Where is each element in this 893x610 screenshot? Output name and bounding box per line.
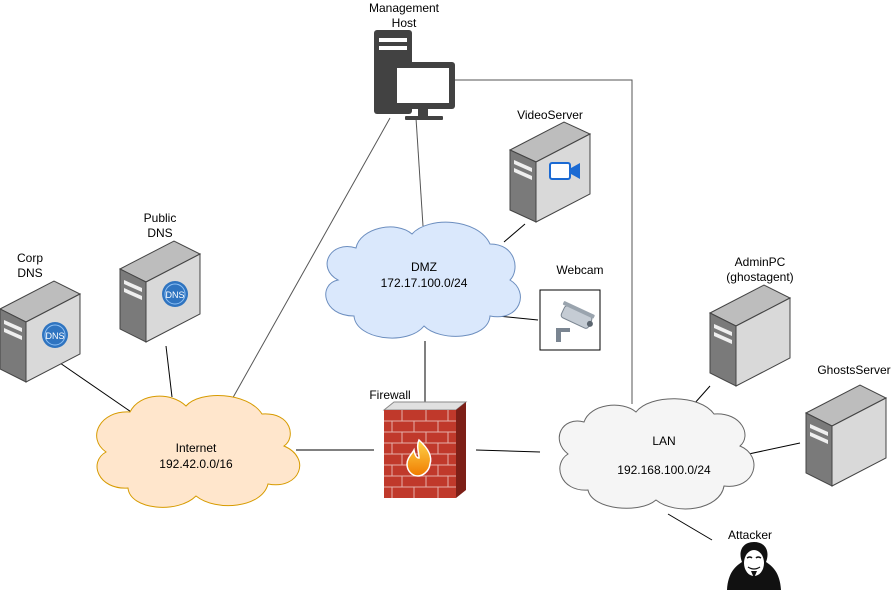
ghosts-server-label: GhostsServer	[817, 363, 890, 377]
corp-dns-server[interactable]: DNS Corp DNS	[0, 251, 82, 383]
admin-pc[interactable]: AdminPC (ghostagent)	[708, 255, 794, 387]
cctv-camera-icon	[556, 301, 595, 342]
link-mgmt-lan	[455, 79, 633, 404]
dmz-cidr: 172.17.100.0/24	[381, 276, 468, 290]
firewall-icon	[382, 401, 468, 498]
ghosts-server[interactable]: GhostsServer	[804, 363, 891, 487]
link-publicdns-internet	[165, 345, 173, 398]
public-dns-label-1: Public	[144, 211, 177, 225]
workstation-icon	[374, 30, 455, 120]
link-videoserver-dmz	[503, 223, 526, 243]
dns-globe-icon: DNS	[42, 322, 68, 348]
corp-dns-label-1: Corp	[17, 251, 43, 265]
internet-cloud: Internet 192.42.0.0/16	[96, 395, 301, 508]
corp-dns-badge: DNS	[45, 331, 64, 341]
server-icon	[804, 384, 888, 487]
dmz-name: DMZ	[411, 260, 437, 274]
link-ghostsserver-lan	[743, 442, 801, 456]
corp-dns-label-2: DNS	[17, 266, 42, 280]
video-server-label: VideoServer	[517, 108, 583, 122]
lan-cloud: LAN 192.168.100.0/24	[558, 398, 755, 510]
public-dns-label-2: DNS	[147, 226, 172, 240]
link-lan-attacker	[667, 513, 713, 541]
internet-cidr: 192.42.0.0/16	[159, 457, 233, 471]
flame-icon	[406, 438, 432, 477]
public-dns-badge: DNS	[165, 290, 184, 300]
management-host-label-2: Host	[392, 16, 417, 30]
attacker[interactable]: Attacker	[727, 528, 781, 590]
video-camera-icon	[549, 162, 580, 180]
lan-cidr: 192.168.100.0/24	[617, 463, 711, 477]
link-mgmt-dmz	[415, 117, 424, 227]
video-server[interactable]: VideoServer	[508, 108, 592, 223]
webcam-label: Webcam	[556, 263, 603, 277]
link-firewall-lan	[475, 449, 541, 453]
firewall[interactable]: Firewall	[369, 388, 468, 498]
public-dns-server[interactable]: DNS Public DNS	[118, 211, 202, 343]
attacker-label: Attacker	[728, 528, 772, 542]
link-corpdns-internet	[59, 362, 138, 417]
admin-pc-label-1: AdminPC	[735, 255, 786, 269]
link-mgmt-internet	[225, 117, 391, 411]
management-host-label-1: Management	[369, 1, 440, 15]
server-icon	[0, 280, 82, 383]
dns-globe-icon: DNS	[162, 281, 188, 307]
internet-name: Internet	[176, 441, 217, 455]
admin-pc-label-2: (ghostagent)	[726, 270, 793, 284]
links	[59, 79, 801, 541]
management-host[interactable]: Management Host	[369, 1, 455, 120]
firewall-label: Firewall	[369, 388, 410, 402]
webcam[interactable]: Webcam	[539, 263, 604, 351]
hacker-mask-icon	[727, 542, 781, 590]
lan-name: LAN	[652, 434, 675, 448]
server-icon	[708, 284, 792, 387]
server-icon	[118, 240, 202, 343]
dmz-cloud: DMZ 172.17.100.0/24	[325, 221, 521, 339]
